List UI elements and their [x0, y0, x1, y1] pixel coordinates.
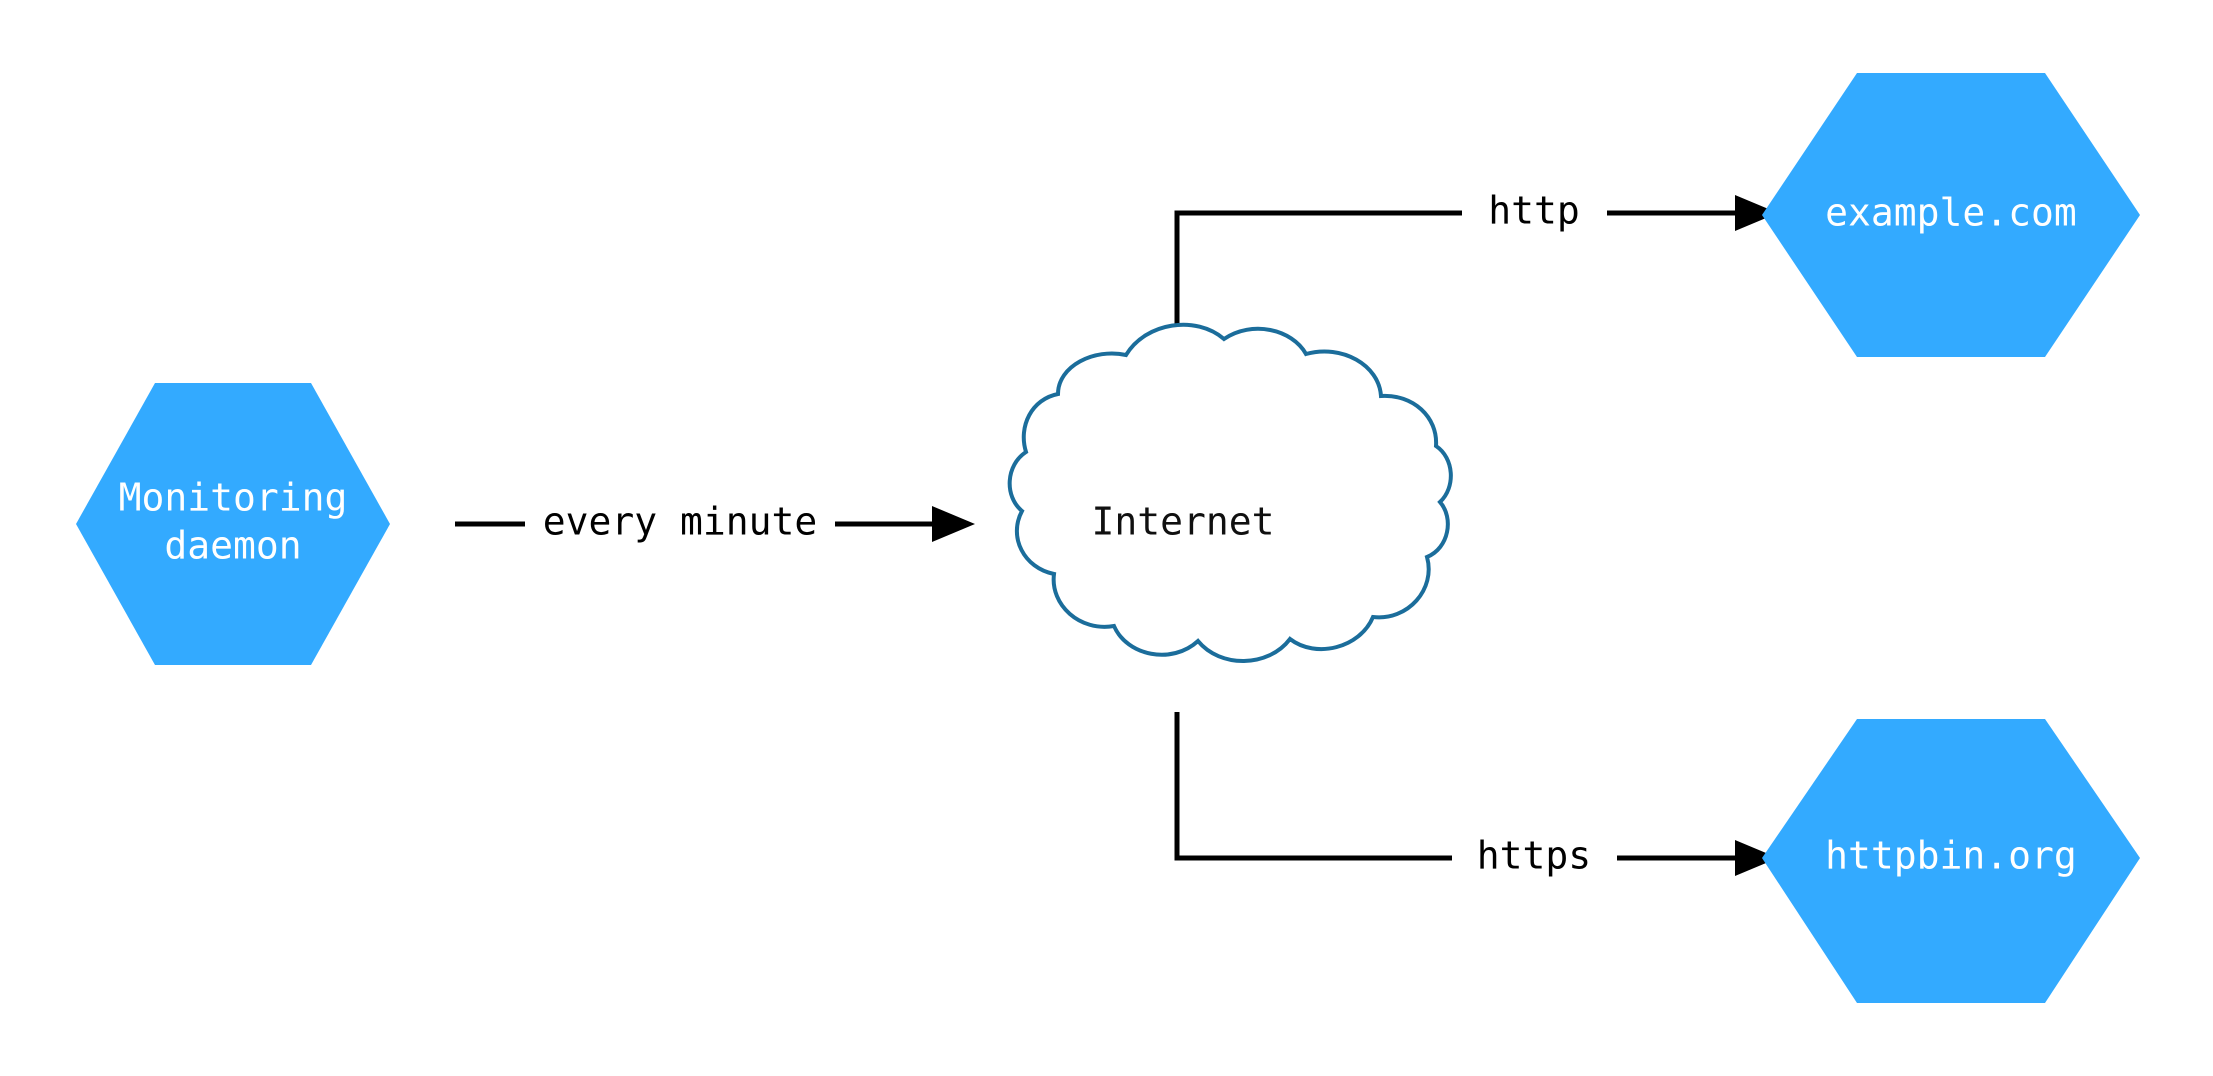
- hexagon-shape-example-com[interactable]: [1762, 73, 2140, 357]
- edge-label-every-minute: every minute: [543, 500, 818, 544]
- arrowhead-icon-to-example: [1735, 195, 1778, 231]
- node-example-com[interactable]: example.com: [1762, 73, 2140, 357]
- node-label-internet: Internet: [1091, 500, 1274, 544]
- cloud-shape-internet[interactable]: [1007, 322, 1453, 663]
- hexagon-shape-daemon[interactable]: [76, 383, 390, 665]
- edge-internet-example-elbow: [1174, 210, 1462, 330]
- edge-label-https: https: [1477, 834, 1591, 878]
- hexagon-shape-httpbin-org[interactable]: [1762, 719, 2140, 1003]
- node-label-httpbin-org: httpbin.org: [1825, 834, 2077, 878]
- node-label-daemon-line2: daemon: [164, 524, 301, 568]
- edge-daemon-to-internet: every minute: [455, 500, 975, 544]
- edge-label-http: http: [1488, 189, 1580, 233]
- edge-internet-to-httpbin: https: [1174, 712, 1778, 878]
- node-label-example-com: example.com: [1825, 191, 2077, 235]
- node-httpbin-org[interactable]: httpbin.org: [1762, 719, 2140, 1003]
- edge-internet-to-example: http: [1174, 189, 1778, 330]
- arrowhead-icon-to-internet: [932, 506, 975, 542]
- node-monitoring-daemon[interactable]: Monitoring daemon: [76, 383, 390, 665]
- arrowhead-icon-to-httpbin: [1735, 840, 1778, 876]
- node-internet-cloud[interactable]: Internet: [1007, 322, 1453, 663]
- node-label-daemon-line1: Monitoring: [119, 476, 348, 520]
- edge-internet-httpbin-elbow: [1174, 712, 1452, 861]
